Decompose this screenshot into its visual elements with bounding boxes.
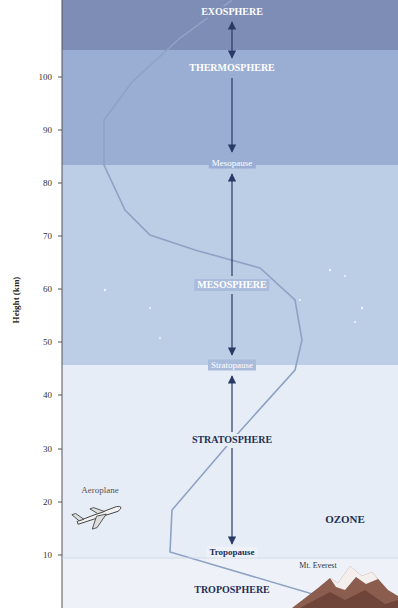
axis-tick: [58, 130, 62, 131]
layer-name: MESOSPHERE: [194, 279, 269, 291]
axis-tick: [58, 449, 62, 450]
tick-label: 90: [43, 125, 52, 136]
tick-label: 30: [43, 444, 52, 455]
axis-tick: [58, 289, 62, 290]
aeroplane-label: Aeroplane: [81, 485, 118, 496]
mountain-label: Mt. Everest: [299, 560, 336, 571]
axis-line: [62, 0, 63, 608]
atmosphere-layer-band: STRATOSPHERE: [62, 365, 398, 558]
layer-span-arrows: [231, 22, 232, 544]
tick-label: 20: [43, 497, 52, 508]
tick-label: 40: [43, 390, 52, 401]
tick-label: 60: [43, 284, 52, 295]
temperature-curve: [104, 0, 360, 608]
layer-name: THERMOSPHERE: [186, 62, 278, 74]
aeroplane-figure: [72, 500, 125, 534]
layer-name: EXOSPHERE: [198, 6, 266, 18]
axis-tick: [58, 342, 62, 343]
layer-name: TROPOSPHERE: [191, 584, 273, 596]
axis-tick: [58, 555, 62, 556]
tick-label: 100: [39, 72, 53, 83]
axis-tick: [58, 77, 62, 78]
axis-tick: [58, 502, 62, 503]
axis-tick: [58, 183, 62, 184]
ozone-label: OZONE: [325, 514, 365, 525]
boundary-label: Mesopause: [209, 158, 256, 169]
atmosphere-layer-band: MESOSPHERE: [62, 165, 398, 365]
tropopause-line: [62, 558, 398, 559]
tick-label: 10: [43, 550, 52, 561]
axis-ticks: [58, 77, 62, 555]
axis-tick: [58, 236, 62, 237]
axis-title: Height (km): [11, 277, 22, 324]
mountain-figure: [292, 566, 398, 608]
atmosphere-layer-band: EXOSPHERE: [62, 0, 398, 50]
mesosphere-specks: [104, 269, 363, 339]
tick-label: 80: [43, 178, 52, 189]
tick-label: 70: [43, 231, 52, 242]
axis-tick: [58, 395, 62, 396]
layer-name: STRATOSPHERE: [189, 434, 275, 446]
tick-label: 50: [43, 337, 52, 348]
boundary-label: Stratopause: [208, 360, 256, 371]
boundary-label: Tropopause: [206, 547, 257, 558]
